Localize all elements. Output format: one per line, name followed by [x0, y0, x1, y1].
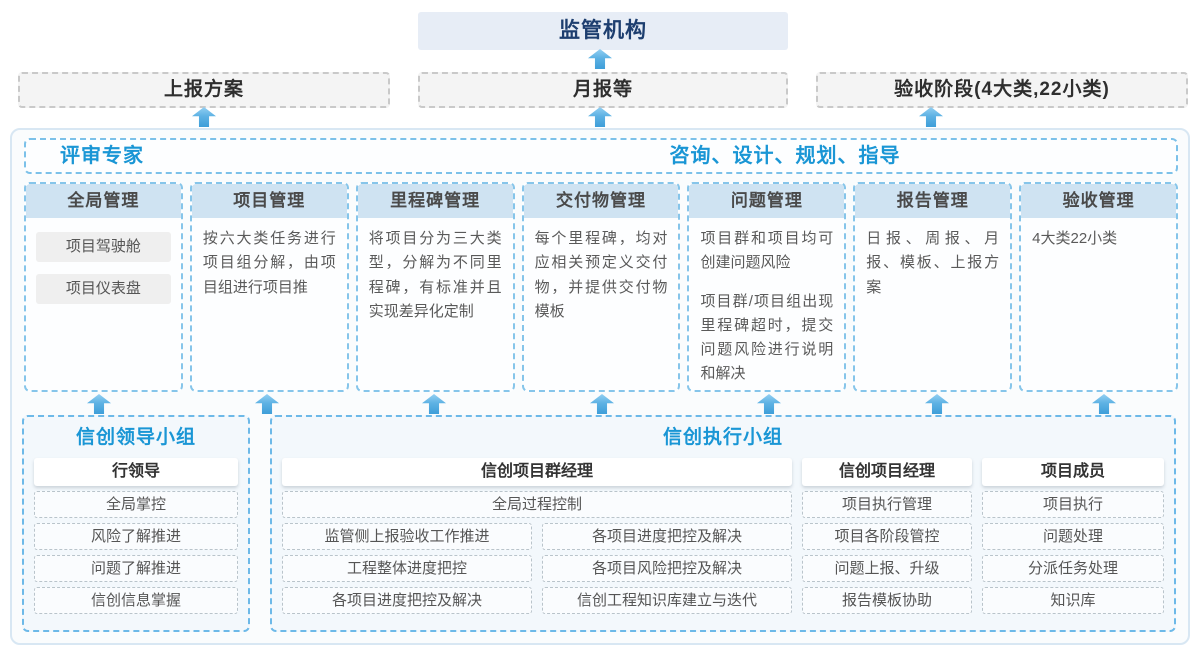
column-body: 4大类22小类: [1021, 218, 1176, 257]
role-block-member: 项目成员 项目执行 问题处理 分派任务处理 知识库: [982, 458, 1164, 614]
up-arrow-icon: [255, 394, 279, 414]
column-body: 按六大类任务进行项目组分解，由项目组进行项目推: [192, 218, 347, 306]
column-title: 里程碑管理: [357, 184, 513, 218]
column-acceptance-management: 验收管理 4大类22小类: [1019, 182, 1179, 392]
executor-roles: 信创项目群经理 全局过程控制 监管侧上报验收工作推进 工程整体进度把控 各项目进…: [272, 458, 1174, 614]
duty-item: 项目执行管理: [802, 491, 972, 518]
leader-group: 信创领导小组 行领导 全局掌控 风险了解推进 问题了解推进 信创信息掌握: [22, 415, 250, 632]
duty-item: 问题处理: [982, 523, 1164, 550]
column-paragraph: 项目群和项目均可创建问题风险: [700, 230, 834, 272]
management-columns: 全局管理 项目驾驶舱 项目仪表盘 项目管理 按六大类任务进行项目组分解，由项目组…: [24, 182, 1179, 392]
role-block-project-manager: 信创项目经理 项目执行管理 项目各阶段管控 问题上报、升级 报告模板协助: [802, 458, 972, 614]
up-arrow-icon: [590, 394, 614, 414]
duty-subcolumn-left: 监管侧上报验收工作推进 工程整体进度把控 各项目进度把控及解决: [282, 518, 532, 614]
report-box-monthly: 月报等: [418, 72, 788, 108]
column-body: 将项目分为三大类型，分解为不同里程碑，有标准并且实现差异化定制: [358, 218, 513, 330]
column-title: 全局管理: [26, 184, 181, 218]
column-report-management: 报告管理 日报、周报、月报、模板、上报方案: [853, 182, 1013, 392]
role-program-manager: 信创项目群经理: [282, 458, 792, 486]
report-box-acceptance: 验收阶段(4大类,22小类): [816, 72, 1188, 108]
duty-item: 各项目进度把控及解决: [282, 587, 532, 614]
program-manager-duty-columns: 监管侧上报验收工作推进 工程整体进度把控 各项目进度把控及解决 各项目进度把控及…: [282, 518, 792, 614]
column-paragraph: 每个里程碑，均对应相关预定义交付物，并提供交付物模板: [534, 230, 668, 320]
duty-item: 分派任务处理: [982, 555, 1164, 582]
duty-item: 项目执行: [982, 491, 1164, 518]
duty-item: 监管侧上报验收工作推进: [282, 523, 532, 550]
role-project-manager: 信创项目经理: [802, 458, 972, 486]
up-arrow-icon: [192, 107, 216, 127]
up-arrow-icon: [757, 394, 781, 414]
column-body: 项目群和项目均可创建问题风险 项目群/项目组出现里程碑超时，提交问题风险进行说明…: [689, 218, 844, 390]
up-arrow-icon: [1092, 394, 1116, 414]
duty-item: 各项目进度把控及解决: [542, 523, 792, 550]
role-bank-leader: 行领导: [34, 458, 238, 486]
report-box-plan: 上报方案: [18, 72, 390, 108]
regulator-box: 监管机构: [418, 12, 788, 50]
duty-item: 各项目风险把控及解决: [542, 555, 792, 582]
role-project-member: 项目成员: [982, 458, 1164, 486]
column-issue-management: 问题管理 项目群和项目均可创建问题风险 项目群/项目组出现里程碑超时，提交问题风…: [687, 182, 847, 392]
duty-subcolumn-right: 各项目进度把控及解决 各项目风险把控及解决 信创工程知识库建立与迭代: [542, 518, 792, 614]
column-paragraph: 4大类22小类: [1032, 230, 1118, 247]
pill-project-dashboard: 项目仪表盘: [36, 274, 171, 304]
column-title: 交付物管理: [523, 184, 679, 218]
duty-item: 信创工程知识库建立与迭代: [542, 587, 792, 614]
column-title: 问题管理: [689, 184, 845, 218]
column-milestone-management: 里程碑管理 将项目分为三大类型，分解为不同里程碑，有标准并且实现差异化定制: [355, 182, 515, 392]
consult-label: 咨询、设计、规划、指导: [669, 145, 901, 167]
duty-item: 风险了解推进: [34, 523, 238, 550]
duty-item: 信创信息掌握: [34, 587, 238, 614]
column-title: 验收管理: [1021, 184, 1177, 218]
executor-group-title: 信创执行小组: [662, 427, 783, 448]
column-project-management: 项目管理 按六大类任务进行项目组分解，由项目组进行项目推: [189, 182, 349, 392]
duty-item: 工程整体进度把控: [282, 555, 532, 582]
leader-group-body: 行领导 全局掌控 风险了解推进 问题了解推进 信创信息掌握: [24, 458, 248, 614]
duty-item: 全局过程控制: [282, 491, 792, 518]
duty-item: 知识库: [982, 587, 1164, 614]
duty-item: 全局掌控: [34, 491, 238, 518]
platform-panel: 评审专家 咨询、设计、规划、指导 全局管理 项目驾驶舱 项目仪表盘 项目管理 按…: [10, 128, 1190, 645]
column-title: 报告管理: [855, 184, 1011, 218]
duty-item: 问题了解推进: [34, 555, 238, 582]
up-arrow-icon: [925, 394, 949, 414]
column-paragraph: 按六大类任务进行项目组分解，由项目组进行项目推: [202, 230, 336, 296]
column-deliverable-management: 交付物管理 每个里程碑，均对应相关预定义交付物，并提供交付物模板: [521, 182, 681, 392]
up-arrow-icon: [588, 107, 612, 127]
column-paragraph: 项目群/项目组出现里程碑超时，提交问题风险进行说明和解决: [700, 292, 834, 383]
expert-label: 评审专家: [60, 145, 144, 167]
duty-item: 报告模板协助: [802, 587, 972, 614]
duty-item: 项目各阶段管控: [802, 523, 972, 550]
up-arrow-icon: [919, 107, 943, 127]
column-body: 日报、周报、月报、模板、上报方案: [855, 218, 1010, 306]
executor-group: 信创执行小组 信创项目群经理 全局过程控制 监管侧上报验收工作推进 工程整体进度…: [270, 415, 1176, 632]
duty-item: 问题上报、升级: [802, 555, 972, 582]
column-title: 项目管理: [191, 184, 347, 218]
up-arrow-icon: [588, 49, 612, 69]
column-paragraph: 日报、周报、月报、模板、上报方案: [866, 230, 1000, 296]
advisor-header-bar: 评审专家 咨询、设计、规划、指导: [24, 138, 1178, 174]
up-arrow-icon: [422, 394, 446, 414]
pill-project-cockpit: 项目驾驶舱: [36, 232, 171, 262]
column-paragraph: 将项目分为三大类型，分解为不同里程碑，有标准并且实现差异化定制: [368, 230, 502, 320]
column-body: 每个里程碑，均对应相关预定义交付物，并提供交付物模板: [524, 218, 679, 330]
leader-group-title: 信创领导小组: [75, 427, 196, 448]
column-global-management: 全局管理 项目驾驶舱 项目仪表盘: [24, 182, 183, 392]
role-block-program-manager: 信创项目群经理 全局过程控制 监管侧上报验收工作推进 工程整体进度把控 各项目进…: [282, 458, 792, 614]
up-arrow-icon: [87, 394, 111, 414]
